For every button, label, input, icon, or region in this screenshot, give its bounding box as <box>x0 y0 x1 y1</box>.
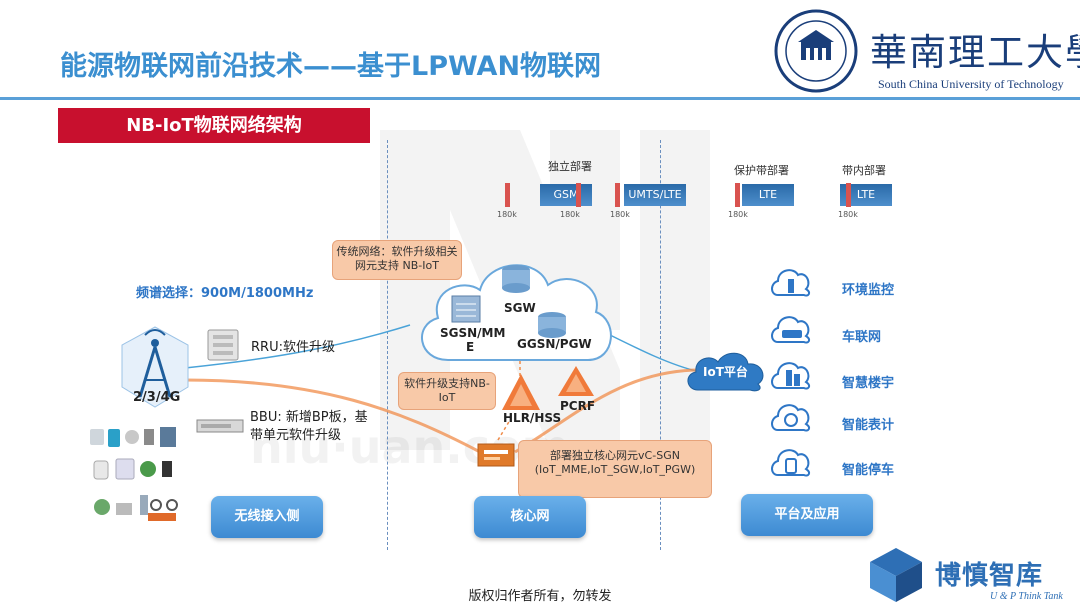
app-item-meter: 智能表计 <box>842 418 895 433</box>
note-vcsgn-line1: 部署独立核心网元vC-SGN <box>550 449 680 462</box>
freq-label-5: 180k <box>838 210 858 219</box>
rru-label: RRU:软件升级 <box>251 340 335 355</box>
smart-building-icon <box>771 362 811 390</box>
rru-device-icon <box>207 329 239 361</box>
sgw-server-icon <box>502 265 530 293</box>
hlr-hss-label: HLR/HSS <box>503 411 562 425</box>
freq-label-4: 180k <box>728 210 748 219</box>
bbu-label-line1: BBU: 新增BP板，基 <box>250 410 368 425</box>
pcrf-icon <box>558 366 594 396</box>
university-name-cn: 華南理工大學 <box>870 31 1080 74</box>
smart-parking-icon <box>771 449 811 477</box>
note-vcsgn-line2: (IoT_MME,IoT_SGW,IoT_PGW) <box>534 463 696 476</box>
smart-meter-icon <box>771 404 811 432</box>
note-hlr-line1: 软件升级支持NB- <box>404 377 490 390</box>
note-vcsgn: 部署独立核心网元vC-SGN (IoT_MME,IoT_SGW,IoT_PGW) <box>518 440 712 498</box>
brand-name-cn: 博慎智库 <box>935 561 1044 591</box>
gsm-nb-marker <box>576 183 581 207</box>
note-traditional-line2: 网元支持 NB-IoT <box>355 259 439 272</box>
band-select-label: 频谱选择：900M/1800MHz <box>136 286 314 301</box>
iot-platform-label: IoT平台 <box>703 365 748 379</box>
sgsn-mme-label-line1: SGSN/MM <box>440 326 506 340</box>
umts-lte-band: UMTS/LTE <box>624 184 686 206</box>
standalone-nb-marker <box>505 183 510 207</box>
sgw-label: SGW <box>504 301 536 315</box>
brand-cube-logo <box>870 548 922 602</box>
platform-application-button[interactable]: 平台及应用 <box>741 494 873 536</box>
bbu-device-icon <box>196 419 244 433</box>
app-item-parking: 智能停车 <box>842 463 895 478</box>
core-network-button[interactable]: 核心网 <box>474 496 586 538</box>
terminal-devices-icon <box>90 427 178 521</box>
note-hlr-line2: IoT <box>438 391 456 404</box>
app-item-building: 智慧楼宇 <box>842 376 895 391</box>
note-hlr-upgrade: 软件升级支持NB- IoT <box>398 372 496 410</box>
inband-lte-band: LTE <box>840 184 892 206</box>
environment-monitoring-icon <box>771 269 811 297</box>
sgsn-mme-label-line2: E <box>466 340 475 354</box>
university-seal-logo <box>774 9 858 93</box>
umts-lte-label: UMTS/LTE <box>628 188 682 201</box>
bbu-label-line2: 带单元软件升级 <box>250 428 342 443</box>
standalone-label: 独立部署 <box>548 160 592 173</box>
note-traditional-network: 传统网络：软件升级相关 网元支持 NB-IoT <box>332 240 462 280</box>
hlr-hss-icon <box>502 374 540 410</box>
app-item-car: 车联网 <box>842 330 882 345</box>
sgsn-mme-server-icon <box>451 295 481 323</box>
separator-left <box>387 140 388 550</box>
freq-label-1: 180k <box>497 210 517 219</box>
page-title: 能源物联网前沿技术——基于LPWAN物联网 <box>60 51 602 82</box>
copyright-footer: 版权归作者所有，勿转发 <box>468 589 612 604</box>
header-rule <box>0 97 1080 100</box>
ggsn-pgw-server-icon <box>538 312 566 338</box>
inband-label: 带内部署 <box>842 164 886 177</box>
guardband-nb-marker <box>735 183 740 207</box>
app-item-environment: 环境监控 <box>842 283 895 298</box>
note-traditional-line1: 传统网络：软件升级相关 <box>336 245 458 258</box>
vcsgn-device-icon <box>477 443 515 467</box>
inband-nb-marker <box>846 183 851 207</box>
guardband-lte-label: LTE <box>758 188 778 201</box>
inband-lte-label: LTE <box>856 188 876 201</box>
brand-name-en: U & P Think Tank <box>990 591 1063 602</box>
connected-car-icon <box>771 316 811 344</box>
university-name-en: South China University of Technology <box>878 77 1064 91</box>
guardband-lte-band: LTE <box>742 184 794 206</box>
gsm-label: GSM <box>553 188 579 201</box>
tower-label: 2/3/4G <box>133 390 181 405</box>
pcrf-label: PCRF <box>560 399 596 413</box>
ggsn-pgw-label: GGSN/PGW <box>517 337 592 351</box>
watermark-text: niu·uan.com <box>250 420 570 474</box>
umts-nb-marker <box>615 183 620 207</box>
guardband-label: 保护带部署 <box>734 164 789 177</box>
iot-platform-cloud <box>687 352 764 392</box>
separator-right <box>660 140 661 550</box>
freq-label-2: 180k <box>560 210 580 219</box>
section-label: NB-IoT物联网络架构 <box>58 108 370 143</box>
cell-tower-icon <box>121 326 189 408</box>
freq-label-3: 180k <box>610 210 630 219</box>
wireless-access-button[interactable]: 无线接入侧 <box>211 496 323 538</box>
